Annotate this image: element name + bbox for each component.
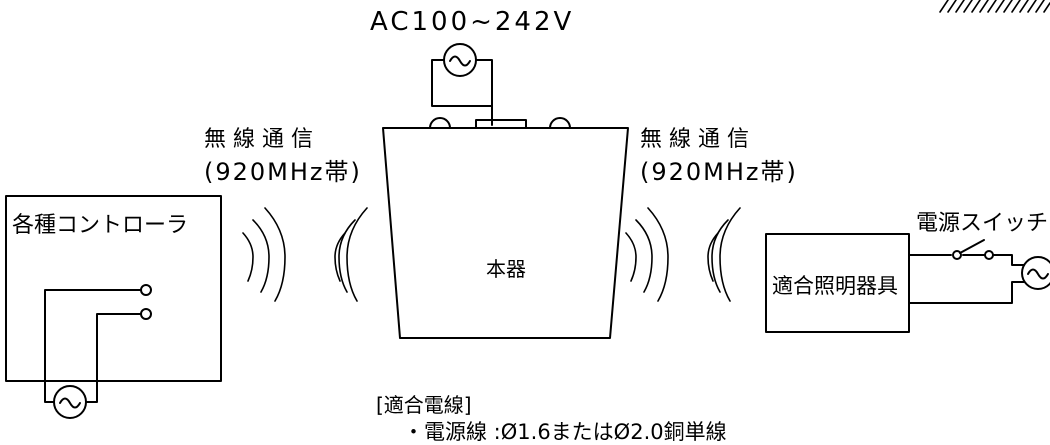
fixture-box [765,233,910,333]
left-wireless-band: (920MHz帯) [204,158,362,186]
main-unit [382,117,629,339]
main-unit-label: 本器 [486,257,526,281]
controller-box [5,195,222,382]
controller-ac-wires [44,377,98,403]
wire-notes-heading: [適合電線] [376,393,472,417]
controller-label: 各種コントローラ [12,213,188,238]
right-wireless-label: 無 線 通 信 [640,127,749,152]
right-wave-out-icon [625,207,669,302]
switch-label: 電源スイッチ [916,211,1048,236]
fixture-ac-source-icon [1021,256,1050,290]
ac-source-icon [443,43,477,77]
controller-terminals [44,284,152,379]
fixture-label: 適合照明器具 [772,274,898,298]
switch-icon [952,239,994,260]
fixture-wires [908,254,1025,304]
ac-supply-wires [431,59,493,126]
hatch-mark [939,0,1050,13]
wire-notes-power-line: ・電源線 :Ø1.6またはØ2.0銅単線 [403,420,727,444]
right-wireless-band: (920MHz帯) [640,158,798,186]
left-wave-out-icon [242,207,286,302]
left-wave-in-icon [334,207,368,302]
ac-voltage-label: AC100~242V [370,7,574,37]
left-wireless-label: 無 線 通 信 [204,127,313,152]
right-wave-in-icon [707,207,741,302]
controller-ac-source-icon [53,385,87,419]
